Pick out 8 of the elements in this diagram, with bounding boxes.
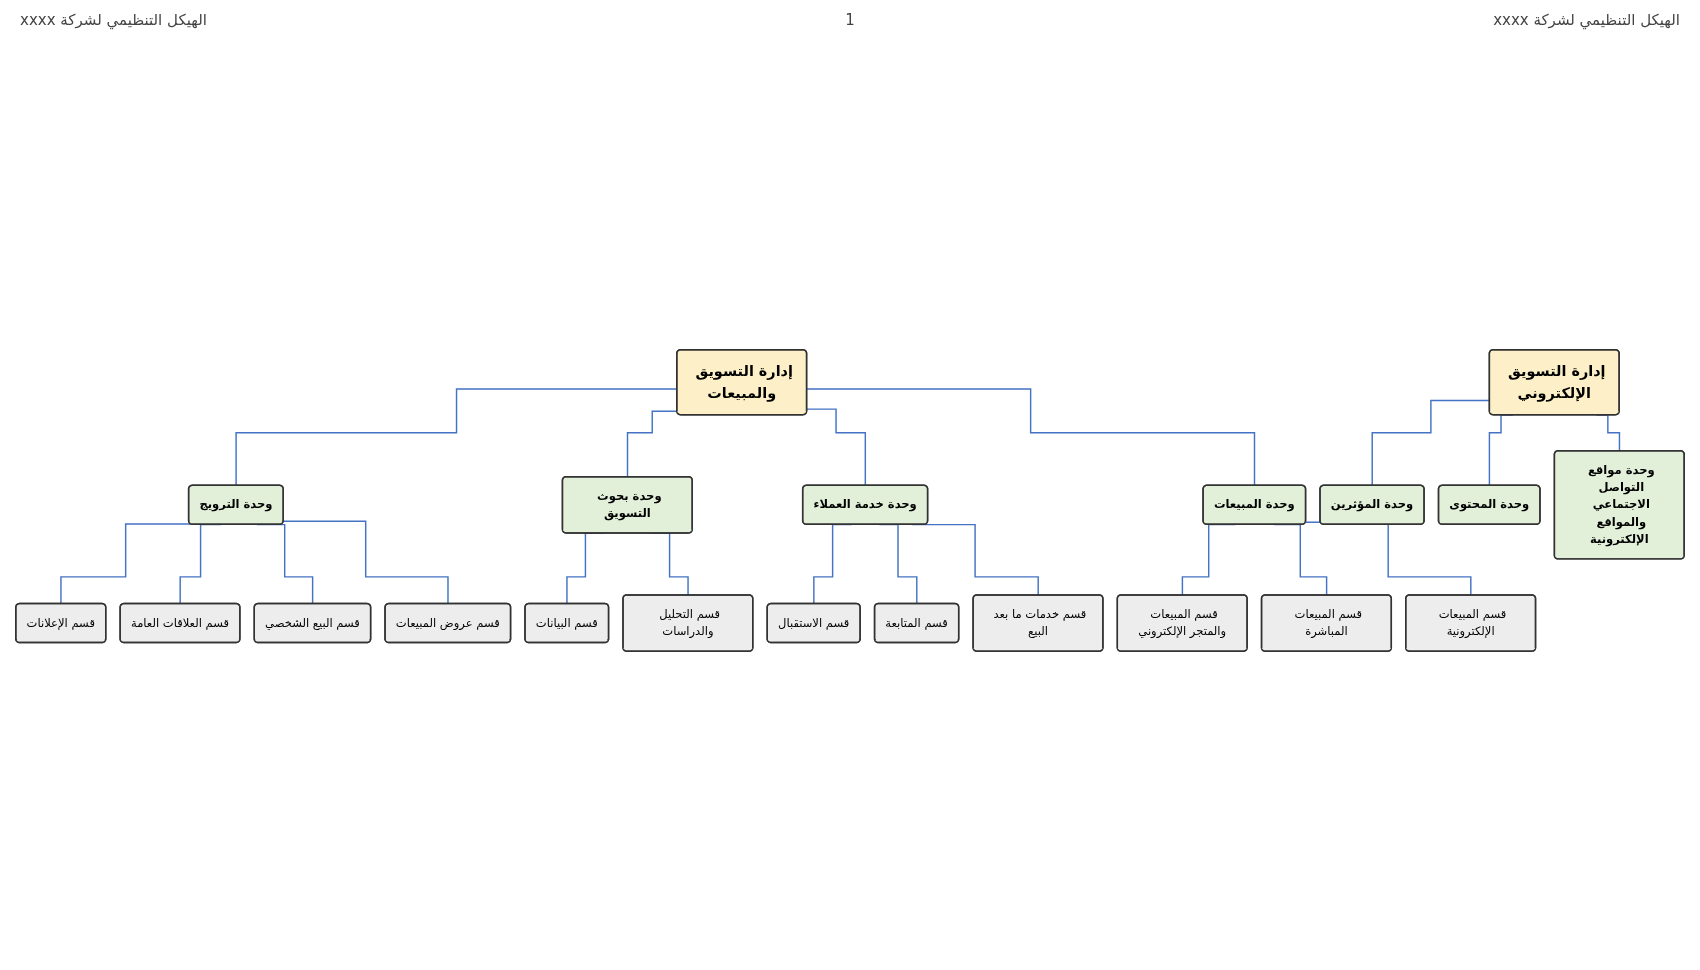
connector — [806, 387, 1256, 486]
header-text: الهيكل التنظيمي لشركة xxxx — [1493, 11, 1680, 29]
connector — [235, 387, 678, 486]
page-number: 1 — [845, 11, 855, 29]
connector — [626, 410, 678, 478]
connector — [60, 522, 192, 605]
header-text: الهيكل التنظيمي لشركة xxxx — [20, 11, 207, 29]
connector — [806, 407, 867, 486]
